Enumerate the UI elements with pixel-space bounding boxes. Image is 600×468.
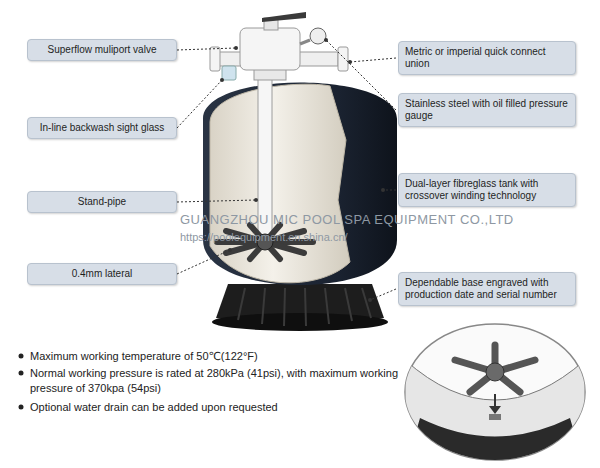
callout-text: Dependable base engraved with production… [405,277,569,301]
watermark: GUANGZHOU MIC POOL SPA EQUIPMENT CO.,LTD [180,212,520,228]
callout-text: In-line backwash sight glass [34,122,170,134]
spec-note: Normal working pressure is rated at 280k… [30,366,402,396]
callout-box: 0.4mm lateral [27,263,177,285]
leader-dots [220,38,385,302]
callout-text: Stainless steel with oil filled pressure… [405,98,569,122]
callout-text: Superflow muliport valve [34,44,170,56]
leader-lines [177,40,396,300]
tank-shell [203,83,397,286]
callout-text: Stand-pipe [34,196,170,208]
callout-box: Metric or imperial quick connect union [398,41,576,75]
bullet-dots [19,354,24,410]
callout-box: Superflow muliport valve [27,39,177,61]
tank-base [212,284,388,331]
callout-box: Stand-pipe [27,191,177,213]
drain-inset [405,324,585,468]
callout-box: Dependable base engraved with production… [398,272,576,306]
spec-note: Optional water drain can be added upon r… [30,400,402,415]
callout-box: Stainless steel with oil filled pressure… [398,93,576,127]
callout-text: 0.4mm lateral [34,268,170,280]
callout-text: Dual-layer fibreglass tank with crossove… [405,178,569,202]
tank-cutaway [210,84,350,283]
multiport-valve [210,12,348,80]
callout-box: Dual-layer fibreglass tank with crossove… [398,173,576,207]
callout-text: Metric or imperial quick connect union [405,46,569,70]
callout-box: In-line backwash sight glass [27,117,177,139]
spec-note: Maximum working temperature of 50℃(122°F… [30,349,402,364]
watermark-url: https://poolequipment.en.shina.cn/ [180,230,440,244]
